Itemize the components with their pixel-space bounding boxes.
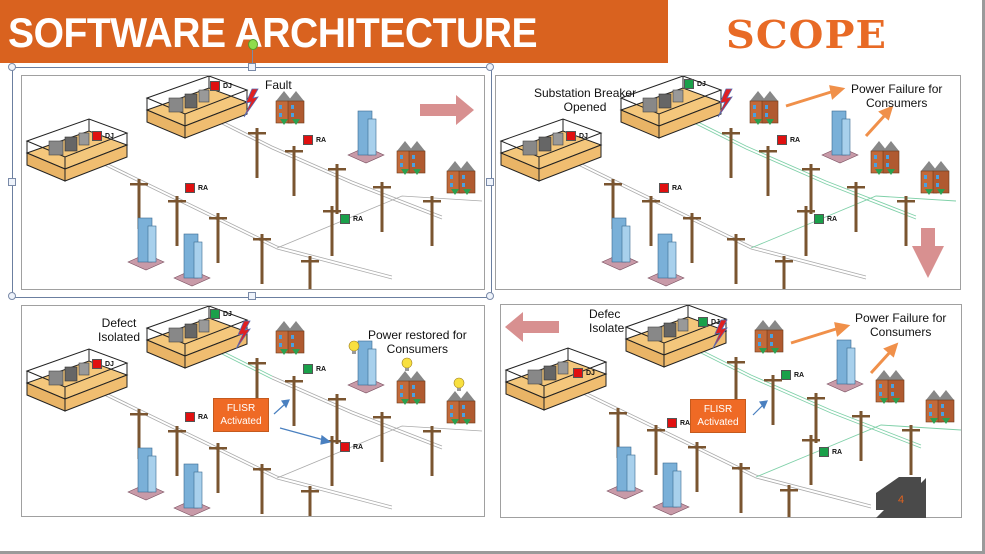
- ra-marker: RA: [819, 447, 842, 457]
- resize-handle-n[interactable]: [248, 63, 256, 71]
- corner-bracket-icon: [876, 478, 926, 518]
- slide-title: SOFTWARE ARCHITECTURE: [8, 9, 538, 56]
- scope-logo: SCOPE: [726, 12, 887, 57]
- rotate-stem: [252, 48, 253, 67]
- status-red-icon: [185, 412, 195, 422]
- fault-diagram: [26, 76, 483, 289]
- fault-bolt-icon: [717, 88, 733, 118]
- lightbulb-icon: [453, 377, 465, 392]
- dj-marker: DJ: [698, 317, 720, 327]
- ra-marker: RA: [777, 135, 800, 145]
- flisr-failure-diagram: [505, 305, 961, 517]
- dj-marker: DJ: [573, 368, 595, 378]
- panel-fault: Fault DJ DJ RA RA RA: [21, 75, 485, 290]
- lightbulb-icon: [348, 340, 360, 355]
- status-green-icon: [814, 214, 824, 224]
- rotate-handle[interactable]: [248, 39, 258, 50]
- resize-handle-se[interactable]: [486, 292, 494, 300]
- status-green-icon: [684, 79, 694, 89]
- status-green-icon: [781, 370, 791, 380]
- status-red-icon: [303, 135, 313, 145]
- status-red-icon: [573, 368, 583, 378]
- title-bar: SOFTWARE ARCHITECTURE: [0, 0, 668, 63]
- ra-marker: RA: [667, 418, 690, 428]
- ra-marker: RA: [303, 364, 326, 374]
- breaker-diagram: [500, 76, 957, 289]
- status-red-icon: [659, 183, 669, 193]
- flow-arrow-down-icon: [912, 228, 944, 278]
- resize-handle-nw[interactable]: [8, 63, 16, 71]
- ra-marker: RA: [185, 183, 208, 193]
- flow-arrow-left-icon: [505, 312, 559, 342]
- status-red-icon: [777, 135, 787, 145]
- resize-handle-w[interactable]: [8, 178, 16, 186]
- status-red-icon: [185, 183, 195, 193]
- status-green-icon: [210, 309, 220, 319]
- resize-handle-s[interactable]: [248, 292, 256, 300]
- dj-marker: DJ: [210, 81, 232, 91]
- status-red-icon: [566, 131, 576, 141]
- resize-handle-sw[interactable]: [8, 292, 16, 300]
- dj-marker: DJ: [684, 79, 706, 89]
- status-red-icon: [340, 442, 350, 452]
- dj-marker: DJ: [566, 131, 588, 141]
- fault-label: Fault: [265, 78, 292, 92]
- ra-marker: RA: [185, 412, 208, 422]
- page-corner-decoration: [876, 477, 921, 510]
- status-green-icon: [698, 317, 708, 327]
- flisr-arrows: [273, 399, 332, 445]
- dj-marker: DJ: [92, 131, 114, 141]
- resize-handle-e[interactable]: [486, 178, 494, 186]
- status-red-icon: [667, 418, 677, 428]
- consumer-arrows: [785, 85, 894, 138]
- consumer-arrows: [790, 322, 899, 375]
- status-green-icon: [303, 364, 313, 374]
- resize-handle-ne[interactable]: [486, 63, 494, 71]
- ra-marker: RA: [340, 214, 363, 224]
- dj-marker: DJ: [92, 359, 114, 369]
- ra-marker: RA: [814, 214, 837, 224]
- flow-arrow-right-icon: [420, 95, 474, 125]
- lightbulb-icon: [401, 357, 413, 372]
- restored-diagram: [26, 306, 483, 516]
- status-green-icon: [819, 447, 829, 457]
- status-red-icon: [92, 131, 102, 141]
- ra-marker: RA: [303, 135, 326, 145]
- status-red-icon: [92, 359, 102, 369]
- dj-marker: DJ: [210, 309, 232, 319]
- status-red-icon: [210, 81, 220, 91]
- ra-marker: RA: [781, 370, 804, 380]
- ra-marker: RA: [659, 183, 682, 193]
- ra-marker: RA: [340, 442, 363, 452]
- page-number: 4: [898, 494, 905, 506]
- status-green-icon: [340, 214, 350, 224]
